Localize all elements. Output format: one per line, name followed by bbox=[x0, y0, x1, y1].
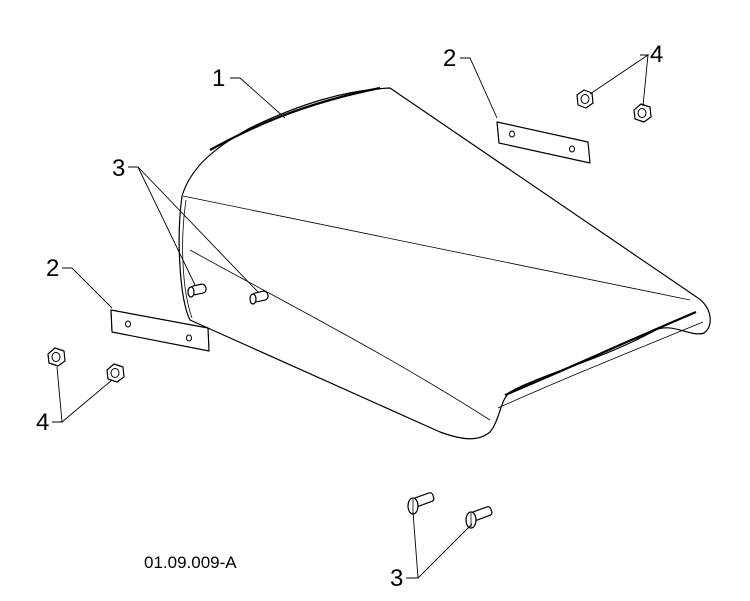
bolt-bottom-left bbox=[407, 492, 435, 515]
seat-cover-rear-lip-inner bbox=[497, 321, 704, 409]
callout-1: 1 bbox=[212, 65, 225, 92]
drawing-code: 01.09.009-A bbox=[144, 553, 237, 572]
hex-nut-top-right bbox=[633, 103, 652, 123]
seat-cover-left-edge bbox=[182, 199, 193, 319]
hex-nut-left-upper bbox=[47, 347, 66, 367]
callout-4-left: 4 bbox=[36, 409, 49, 436]
seat-cover-inner-front-line bbox=[189, 249, 491, 421]
seat-cover-body bbox=[178, 87, 711, 440]
seat-cover-rear-lip bbox=[504, 310, 697, 397]
callout-3-left: 3 bbox=[112, 155, 125, 182]
bracket-plate-left bbox=[110, 309, 210, 352]
pin-right bbox=[249, 290, 269, 305]
bolt-bottom-right bbox=[465, 506, 493, 529]
pin-left bbox=[187, 283, 207, 298]
seat-cover-top-edge bbox=[209, 86, 381, 151]
bracket-plate-top bbox=[496, 121, 591, 164]
callout-4-top: 4 bbox=[650, 41, 663, 68]
seat-cover-top-crease bbox=[182, 195, 691, 301]
hex-nut-left-lower bbox=[106, 363, 125, 383]
leader-lines bbox=[52, 54, 650, 579]
callout-3-bottom: 3 bbox=[390, 565, 403, 592]
callout-2-top: 2 bbox=[443, 45, 456, 72]
callout-2-left: 2 bbox=[46, 255, 59, 282]
seat-cover-part bbox=[178, 86, 711, 440]
hex-nut-top-left bbox=[576, 89, 594, 109]
